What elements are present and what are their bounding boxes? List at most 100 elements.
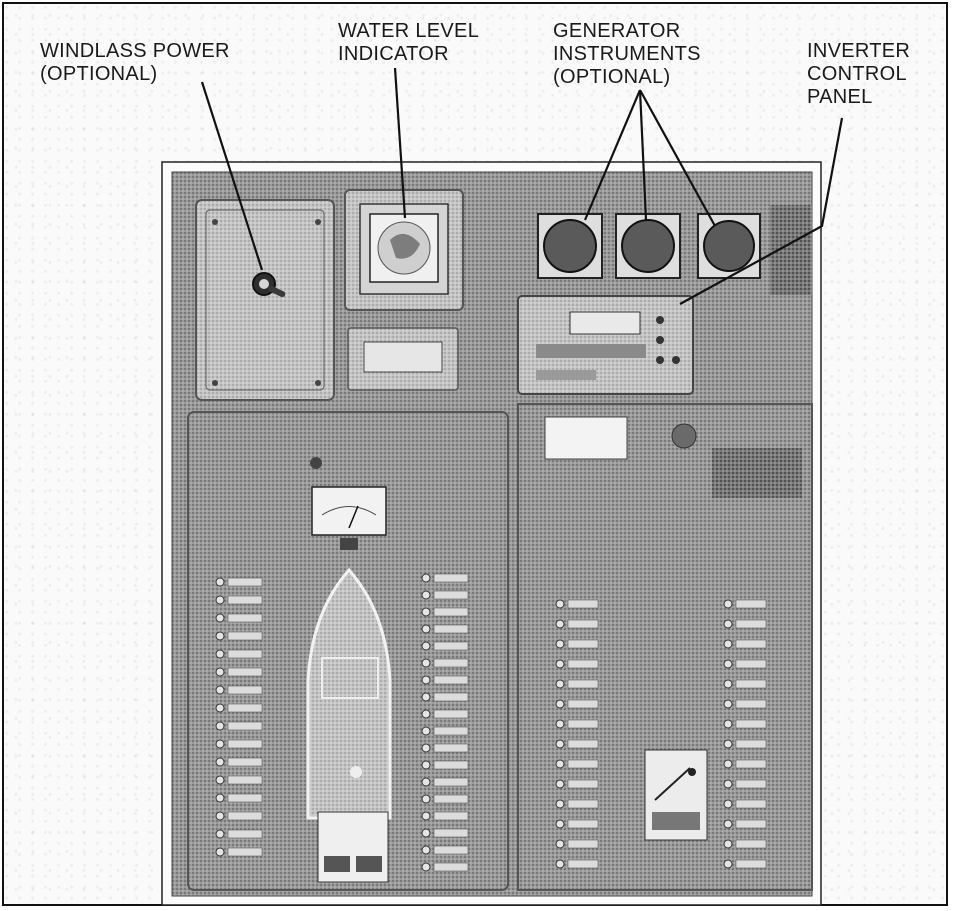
breaker-label-plate	[735, 699, 767, 709]
breaker-label-plate	[735, 799, 767, 809]
breaker-switch-icon	[421, 845, 431, 855]
voltmeter-icon	[311, 486, 387, 550]
breaker-label-plate	[567, 619, 599, 629]
breaker-label-plate	[227, 739, 263, 749]
breaker-label-plate	[227, 613, 263, 623]
breaker-label-plate	[735, 719, 767, 729]
breaker-label-plate	[227, 577, 263, 587]
breaker-switch-icon	[723, 819, 733, 829]
breaker-switch-icon	[723, 719, 733, 729]
leader-lines	[200, 67, 844, 305]
breaker-switch-icon	[723, 739, 733, 749]
breaker-switch-icon	[555, 639, 565, 649]
breaker-switch-icon	[215, 577, 225, 587]
breaker-switch-icon	[215, 631, 225, 641]
breaker-label-plate	[227, 649, 263, 659]
breaker-label-plate	[567, 599, 599, 609]
breaker-switch-icon	[555, 799, 565, 809]
breaker-switch-icon	[421, 607, 431, 617]
breaker-switch-icon	[421, 828, 431, 838]
breaker-label-plate	[433, 777, 469, 787]
breaker-switch-icon	[723, 839, 733, 849]
breaker-switch-icon	[421, 794, 431, 804]
generator-instruments-label: GENERATOR INSTRUMENTS (OPTIONAL)	[553, 20, 701, 88]
breaker-label-plate	[433, 624, 469, 634]
breaker-switch-icon	[421, 760, 431, 770]
breaker-label-plate	[227, 685, 263, 695]
breaker-switch-icon	[555, 859, 565, 869]
inverter-control-module	[517, 295, 694, 395]
boat-diagram-icon	[306, 567, 392, 883]
breaker-label-plate	[433, 845, 469, 855]
breaker-label-plate	[567, 859, 599, 869]
breaker-label-plate	[227, 721, 263, 731]
breaker-label-plate	[227, 811, 263, 821]
breaker-switch-icon	[555, 839, 565, 849]
breaker-label-plate	[433, 862, 469, 872]
breaker-label-plate	[227, 667, 263, 677]
electrical-panel	[161, 161, 822, 906]
breaker-label-plate	[735, 779, 767, 789]
breaker-switch-icon	[555, 679, 565, 689]
breaker-switch-icon	[723, 679, 733, 689]
breaker-label-plate	[227, 757, 263, 767]
breaker-label-plate	[567, 699, 599, 709]
generator-leader-line-3	[639, 89, 716, 227]
windlass-leader-line	[200, 81, 264, 271]
breaker-label-plate	[433, 641, 469, 651]
breaker-column-left	[215, 577, 263, 857]
breaker-label-plate	[433, 709, 469, 719]
breaker-switch-icon	[421, 624, 431, 634]
generator-gauge-icon	[615, 213, 681, 279]
breaker-column-left	[555, 599, 599, 869]
breaker-switch-icon	[215, 649, 225, 659]
generator-gauge-icon	[537, 213, 603, 279]
breaker-label-plate	[735, 819, 767, 829]
breaker-label-plate	[433, 760, 469, 770]
breaker-label-plate	[735, 759, 767, 769]
generator-instruments	[537, 205, 812, 295]
windlass-switch-icon	[252, 272, 286, 298]
breaker-label-plate	[227, 703, 263, 713]
generator-leader-line-1	[583, 89, 642, 221]
windlass-power-label: WINDLASS POWER (OPTIONAL)	[40, 40, 230, 85]
breaker-label-plate	[735, 739, 767, 749]
breaker-label-plate	[227, 793, 263, 803]
breaker-label-plate	[227, 631, 263, 641]
breaker-label-plate	[567, 719, 599, 729]
breaker-switch-icon	[215, 775, 225, 785]
breaker-switch-icon	[723, 639, 733, 649]
breaker-label-plate	[433, 675, 469, 685]
breaker-switch-icon	[215, 793, 225, 803]
breaker-label-plate	[567, 639, 599, 649]
breaker-switch-icon	[215, 739, 225, 749]
breaker-label-plate	[433, 726, 469, 736]
breaker-label-plate	[433, 692, 469, 702]
breaker-switch-icon	[421, 641, 431, 651]
breaker-label-plate	[227, 595, 263, 605]
breaker-label-plate	[433, 658, 469, 668]
breaker-switch-icon	[215, 613, 225, 623]
breaker-switch-icon	[555, 699, 565, 709]
water-level-module	[344, 189, 464, 391]
breaker-switch-icon	[555, 719, 565, 729]
windlass-power-module	[195, 199, 335, 401]
inverter-leader-line	[679, 117, 844, 305]
breaker-switch-icon	[555, 659, 565, 669]
breaker-switch-icon	[215, 811, 225, 821]
breaker-switch-icon	[215, 757, 225, 767]
breaker-label-plate	[433, 794, 469, 804]
breaker-switch-icon	[421, 811, 431, 821]
breaker-switch-icon	[421, 726, 431, 736]
breaker-switch-icon	[555, 759, 565, 769]
breaker-label-plate	[567, 739, 599, 749]
breaker-label-plate	[227, 829, 263, 839]
breaker-label-plate	[227, 775, 263, 785]
breaker-label-plate	[433, 828, 469, 838]
breaker-label-plate	[433, 590, 469, 600]
breaker-switch-icon	[421, 590, 431, 600]
water-level-indicator-label: WATER LEVEL INDICATOR	[338, 20, 480, 65]
breaker-column-right	[421, 573, 469, 872]
breaker-switch-icon	[421, 573, 431, 583]
